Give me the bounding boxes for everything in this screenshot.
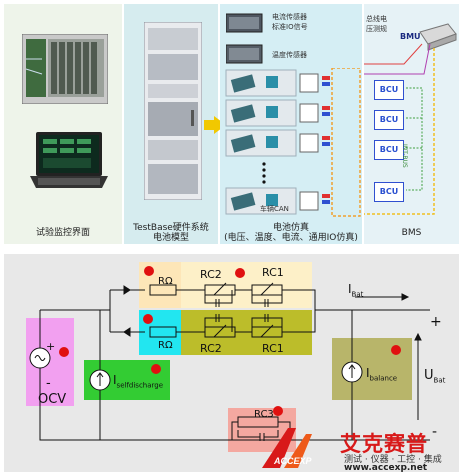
plus-terminal: + bbox=[430, 314, 442, 330]
battery-sim-label: 电池仿真 (电压、温度、电流、通用IO仿真) bbox=[220, 222, 362, 244]
ibal-symbol: I bbox=[366, 366, 370, 380]
bus-label-1: 总线电 bbox=[366, 15, 387, 23]
flow-arrow-icon bbox=[204, 116, 226, 134]
battery-sim-column: 电流传感器 标准IO信号 温度传感器 bbox=[220, 4, 362, 244]
bcu-box-1: BCU bbox=[374, 80, 404, 100]
bcu-box-2: BCU bbox=[374, 110, 404, 130]
bms-label: BMS bbox=[401, 228, 422, 238]
iself-symbol: I bbox=[113, 373, 117, 387]
rc1-top-label: RC1 bbox=[262, 266, 284, 279]
testbase-column: TestBase硬件系统 电池模型 bbox=[124, 4, 226, 244]
ibal-label: Ibalance bbox=[366, 366, 397, 382]
ibal-subscript: balance bbox=[369, 374, 398, 383]
battery-sim-label-line1: 电池仿真 bbox=[272, 223, 309, 233]
brand-title: 艾克赛普 bbox=[340, 432, 428, 456]
ibat-label: IBat bbox=[348, 282, 363, 298]
system-architecture-panel: 试验监控界面 TestBase硬件系统 电池模型 电流传感器 标准IO信号 bbox=[4, 4, 459, 244]
testbase-label-line1: TestBase硬件系统 bbox=[133, 223, 209, 233]
rc1-bottom-label: RC1 bbox=[262, 342, 284, 355]
minus-terminal: - bbox=[432, 424, 438, 440]
battery-module-stack bbox=[225, 68, 361, 217]
r-omega-bottom-label: RΩ bbox=[158, 340, 173, 351]
temp-sensor-image bbox=[226, 44, 263, 64]
bmu-label: BMU bbox=[400, 32, 421, 41]
ocv-minus-label: - bbox=[46, 376, 51, 391]
bms-column: 总线电 压测规 BMU BCU BCU BCU BCU INT-BUS BMS bbox=[364, 4, 459, 244]
ocv-label: OCV bbox=[38, 392, 67, 407]
pxi-chassis-image bbox=[22, 34, 108, 104]
ibat-subscript: Bat bbox=[351, 290, 364, 299]
monitor-label: 试验监控界面 bbox=[35, 228, 90, 238]
bus-label-2: 压测规 bbox=[366, 25, 387, 33]
ubat-symbol: U bbox=[424, 368, 434, 383]
bms-bus-wiring bbox=[364, 43, 435, 215]
bmu-device-image bbox=[419, 23, 457, 51]
laptop-image bbox=[30, 132, 108, 188]
bcu-box-3: BCU bbox=[374, 140, 404, 160]
testbase-label-line2: 电池模型 bbox=[152, 233, 189, 243]
logo-text: ACCEXP bbox=[273, 456, 313, 466]
brand-subtitle: 测试 · 仪器 · 工控 · 集成 bbox=[344, 455, 442, 465]
module-row bbox=[225, 69, 319, 97]
bcu-box-4: BCU bbox=[374, 182, 404, 202]
current-sensor-image bbox=[226, 13, 263, 33]
rc2-top-label: RC2 bbox=[200, 268, 222, 281]
battery-sim-label-line2: (电压、温度、电流、通用IO仿真) bbox=[224, 233, 358, 243]
testbase-cabinet-image bbox=[144, 22, 202, 200]
accexp-logo-icon: ACCEXP bbox=[262, 428, 313, 468]
monitor-column: 试验监控界面 bbox=[4, 4, 122, 244]
rc2-bottom-label: RC2 bbox=[200, 342, 222, 355]
iself-label: Iselfdischarge bbox=[113, 373, 163, 389]
r-omega-top-label: RΩ bbox=[158, 276, 173, 287]
ibat-symbol: I bbox=[348, 282, 352, 296]
ubat-label: UBat bbox=[424, 368, 445, 385]
testbase-label: TestBase硬件系统 电池模型 bbox=[124, 222, 218, 244]
rc3-label: RC3 bbox=[254, 409, 274, 420]
brand-url[interactable]: www.accexp.net bbox=[344, 463, 428, 473]
sensor-label-3: 温度传感器 bbox=[272, 51, 307, 59]
vehicle-can-label: 车辆CAN bbox=[260, 205, 289, 213]
iself-subscript: selfdischarge bbox=[116, 381, 164, 390]
ocv-plus-label: + bbox=[46, 340, 56, 353]
sensor-label-1: 电流传感器 bbox=[272, 13, 307, 21]
ubat-subscript: Bat bbox=[433, 376, 446, 385]
sensor-label-2: 标准IO信号 bbox=[272, 23, 308, 31]
